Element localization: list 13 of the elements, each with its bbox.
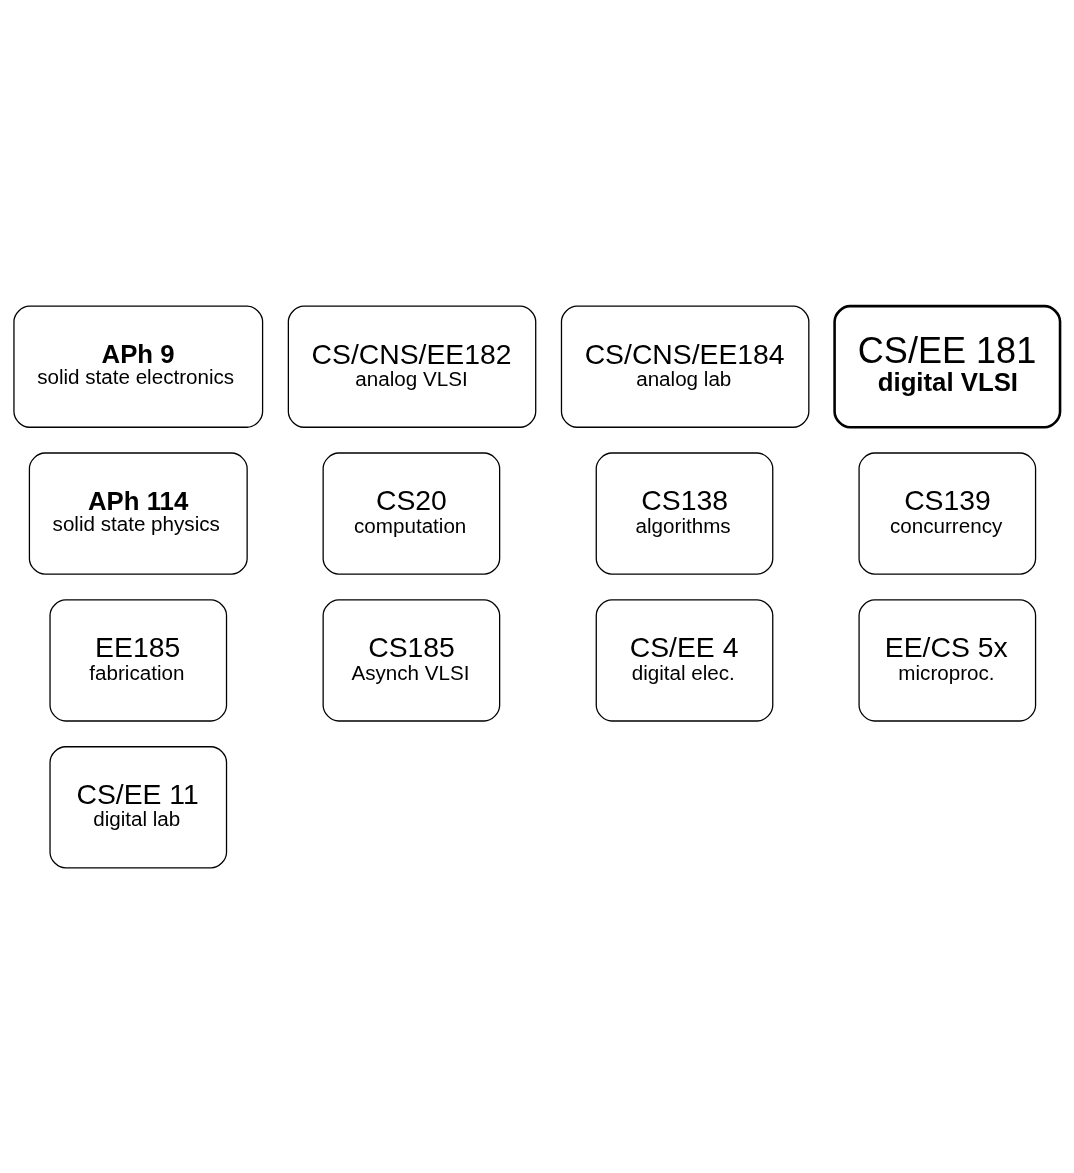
node-box: APh 114 solid state physics (28, 451, 248, 575)
node-box: CS/EE 4 digital elec. (595, 598, 774, 722)
node-box: CS/EE 181 digital VLSI (833, 304, 1062, 429)
node-box: CS20 computation (322, 451, 501, 575)
node-box: CS139 concurrency (858, 451, 1037, 575)
node-box: CS/CNS/EE184 analog lab (560, 305, 810, 428)
node-box: CS138 algorithms (595, 451, 774, 575)
node-box: APh 9 solid state electronics (13, 305, 264, 428)
node-box: EE/CS 5x microproc. (858, 598, 1037, 722)
node-box: CS/EE 11 digital lab (49, 745, 228, 868)
node-box: CS185 Asynch VLSI (322, 598, 501, 722)
node-box: EE185 fabrication (49, 598, 228, 722)
node-box: CS/CNS/EE182 analog VLSI (287, 305, 537, 428)
